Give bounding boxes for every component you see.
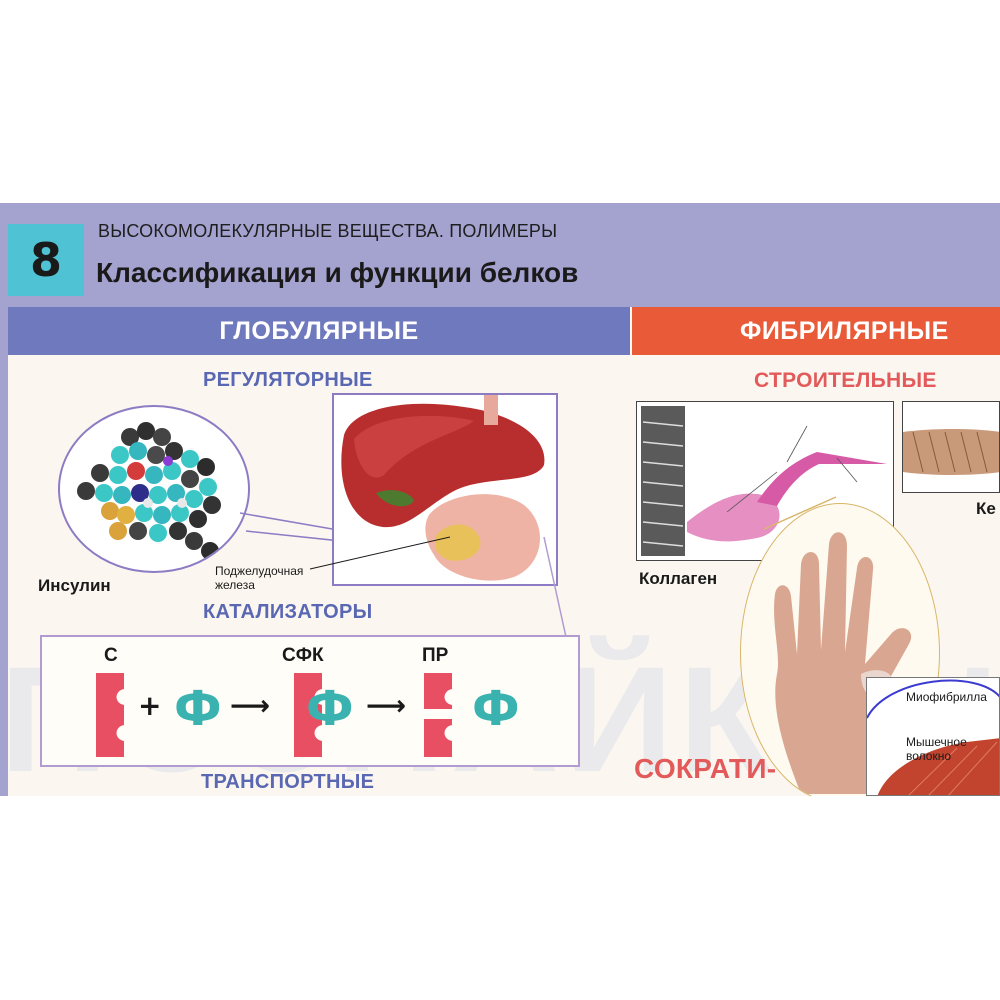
heading-regulatory: РЕГУЛЯТОРНЫЕ bbox=[203, 369, 373, 391]
caption-keratin: Ке bbox=[976, 499, 996, 518]
catalyst-scheme: С СФК ПР + Ф ⟶ Ф ⟶ Ф bbox=[40, 635, 580, 767]
label-myofibril: Миофибрилла bbox=[906, 690, 987, 704]
section-bar-globular: ГЛОБУЛЯРНЫЕ bbox=[8, 307, 630, 355]
caption-insulin: Инсулин bbox=[38, 576, 111, 595]
arrow-1: ⟶ bbox=[230, 689, 271, 722]
enzyme-symbol-3: Ф bbox=[472, 681, 520, 737]
page-title: Классификация и функции белков bbox=[96, 257, 579, 288]
insulin-molecule-icon bbox=[77, 422, 221, 560]
label-pancreas-line1: Поджелудочная bbox=[215, 564, 304, 578]
label-enzyme-substrate-complex: СФК bbox=[282, 645, 324, 666]
supertitle: ВЫСОКОМОЛЕКУЛЯРНЫЕ ВЕЩЕСТВА. ПОЛИМЕРЫ bbox=[98, 221, 558, 241]
keratin-fiber-icon bbox=[903, 429, 999, 475]
label-substrate: С bbox=[104, 645, 118, 666]
chapter-number: 8 bbox=[8, 224, 84, 296]
pancreas-pointer bbox=[309, 536, 451, 570]
heading-catalysts: КАТАЛИЗАТОРЫ bbox=[203, 601, 373, 623]
label-muscle-fiber-line2: волокно bbox=[906, 749, 952, 763]
section-label-fibrillar: ФИБРИЛЯРНЫЕ bbox=[740, 316, 949, 345]
hand-connector bbox=[763, 496, 837, 530]
label-product: ПР bbox=[422, 645, 449, 666]
catalyst-connector bbox=[543, 536, 567, 638]
left-strip bbox=[0, 307, 8, 796]
enzyme-symbol-1: Ф bbox=[174, 681, 222, 737]
section-label-globular: ГЛОБУЛЯРНЫЕ bbox=[219, 316, 419, 345]
complex-shape-icon bbox=[294, 673, 322, 757]
enzyme-symbol-2: Ф bbox=[306, 681, 354, 737]
heading-contractile: СОКРАТИ- bbox=[634, 753, 777, 784]
liver-stomach-icon bbox=[341, 395, 545, 581]
collagen-fiber-icon bbox=[641, 406, 887, 556]
insulin-molecule-image bbox=[58, 405, 250, 573]
muscle-fiber-icon bbox=[867, 679, 999, 795]
pancreas-image bbox=[332, 393, 558, 586]
heading-transport: ТРАНСПОРТНЫЕ bbox=[201, 771, 375, 793]
product-shape-icon bbox=[424, 673, 452, 757]
substrate-shape-icon bbox=[96, 673, 124, 757]
plus-sign: + bbox=[138, 689, 162, 722]
label-pancreas-line2: железа bbox=[215, 578, 255, 592]
section-bar-fibrillar: ФИБРИЛЯРНЫЕ bbox=[632, 307, 1000, 355]
heading-structural: СТРОИТЕЛЬНЫЕ bbox=[754, 369, 937, 392]
caption-collagen: Коллаген bbox=[639, 569, 718, 588]
muscle-image bbox=[866, 677, 1000, 796]
label-muscle-fiber-line1: Мышечное bbox=[906, 735, 967, 749]
keratin-image bbox=[902, 401, 1000, 493]
header: 8 ВЫСОКОМОЛЕКУЛЯРНЫЕ ВЕЩЕСТВА. ПОЛИМЕРЫ … bbox=[0, 203, 1000, 307]
arrow-2: ⟶ bbox=[366, 689, 407, 722]
poster: ПОЗНАЙКИН 8 ВЫСОКОМОЛЕКУЛЯРНЫЕ ВЕЩЕСТВА.… bbox=[0, 203, 1000, 796]
